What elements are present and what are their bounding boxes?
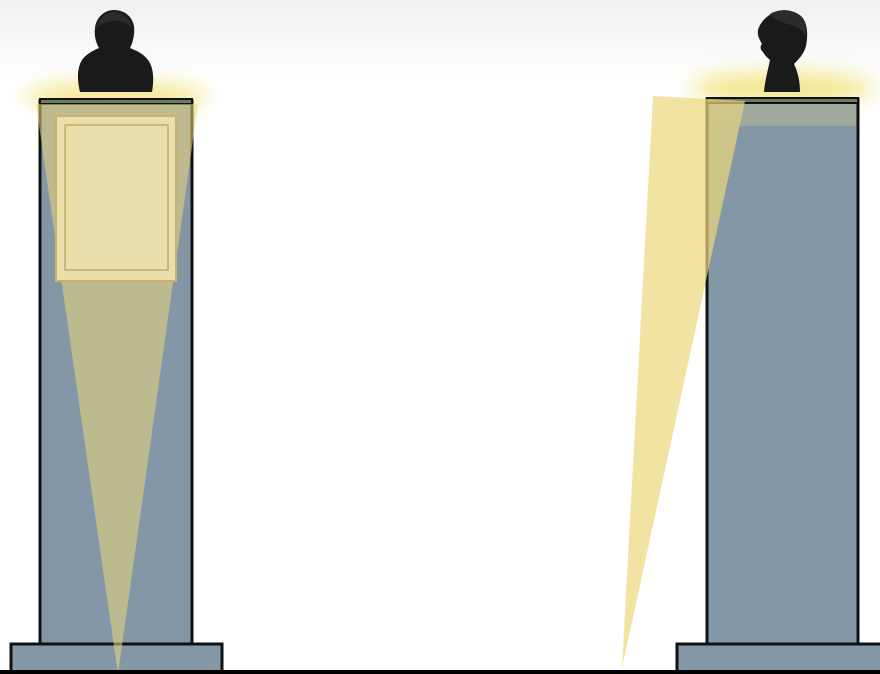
pedestal-right — [622, 10, 880, 674]
plaque-left — [56, 116, 176, 281]
pedestal-left — [11, 10, 222, 674]
pedestal-left-cap — [40, 99, 192, 104]
pedestal-right-base — [677, 644, 880, 674]
pedestal-right-column — [707, 99, 858, 644]
bust-left-icon — [78, 10, 153, 92]
pedestal-right-top-glow — [709, 104, 856, 126]
